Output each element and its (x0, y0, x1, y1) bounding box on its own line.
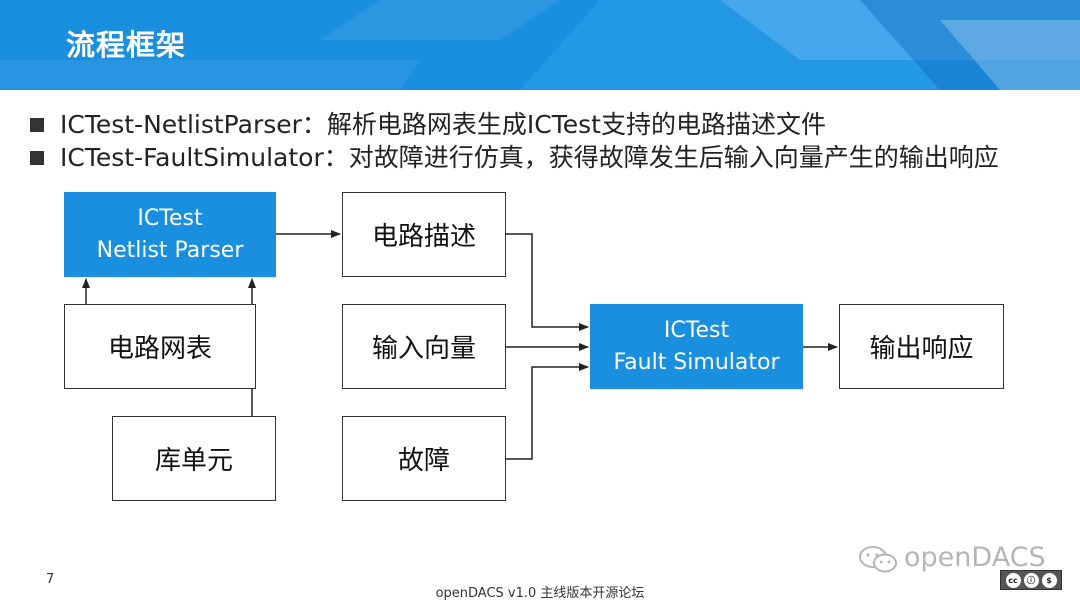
wechat-icon (859, 545, 897, 572)
fault-box: 故障 (342, 416, 506, 501)
bullet-item: ICTest-FaultSimulator：对故障进行仿真，获得故障发生后输入向… (30, 141, 999, 174)
page-number: 7 (46, 572, 55, 587)
bullet-text: ICTest-NetlistParser：解析电路网表生成ICTest支持的电路… (60, 110, 826, 139)
circuit-description-box: 电路描述 (342, 192, 506, 277)
netlist-parser-line2: Netlist Parser (96, 237, 244, 263)
cc-icon: cc (1005, 572, 1021, 588)
header-banner: 流程框架 (0, 0, 1080, 90)
arrow-desc-to-simulator (506, 233, 589, 331)
fault-simulator-box: ICTest Fault Simulator (590, 304, 803, 389)
page-title: 流程框架 (66, 28, 187, 62)
header-decoration (0, 0, 1080, 90)
bullet-item: ICTest-NetlistParser：解析电路网表生成ICTest支持的电路… (30, 108, 999, 141)
input-vector-box: 输入向量 (342, 304, 506, 389)
netlist-parser-box: ICTest Netlist Parser (64, 192, 276, 277)
footer-text: openDACS v1.0 主线版本开源论坛 (435, 586, 645, 601)
watermark: openDACS (858, 542, 1046, 574)
output-response-box: 输出响应 (839, 304, 1004, 389)
by-icon: ⓘ (1023, 572, 1039, 588)
bullet-square-icon (30, 118, 44, 132)
library-cell-box: 库单元 (112, 416, 276, 501)
license-badge: cc ⓘ $ (1000, 570, 1062, 590)
bullet-list: ICTest-NetlistParser：解析电路网表生成ICTest支持的电路… (30, 108, 999, 174)
netlist-parser-line1: ICTest (137, 205, 203, 231)
bullet-square-icon (30, 151, 44, 165)
fault-simulator-line1: ICTest (663, 317, 730, 343)
nc-icon: $ (1041, 572, 1057, 588)
arrow-fault-to-simulator (506, 363, 589, 460)
circuit-netlist-box: 电路网表 (64, 304, 256, 389)
bullet-text: ICTest-FaultSimulator：对故障进行仿真，获得故障发生后输入向… (60, 143, 999, 172)
fault-simulator-line2: Fault Simulator (613, 349, 780, 375)
watermark-text: openDACS (904, 542, 1046, 573)
